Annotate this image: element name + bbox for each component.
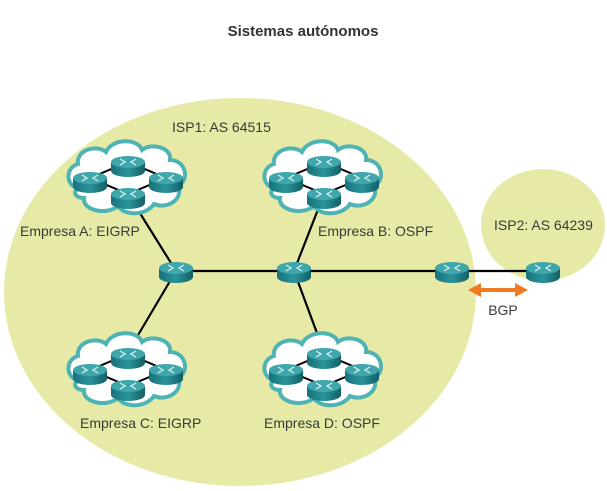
router-icon bbox=[110, 347, 146, 370]
bgp-label: BGP bbox=[488, 302, 518, 318]
router-icon bbox=[306, 187, 342, 210]
router-icon bbox=[110, 379, 146, 402]
router-icon bbox=[110, 155, 146, 178]
empresa-c-network bbox=[66, 331, 187, 408]
isp2-edge-router bbox=[525, 261, 561, 284]
router-icon bbox=[268, 171, 304, 194]
router-icon bbox=[268, 363, 304, 386]
diagram-title: Sistemas autónomos bbox=[228, 23, 379, 40]
isp2-label: ISP2: AS 64239 bbox=[494, 217, 593, 233]
empresa-a-label: Empresa A: EIGRP bbox=[20, 223, 140, 239]
empresa-a-network bbox=[66, 139, 187, 216]
router-icon bbox=[306, 379, 342, 402]
isp1-router-left bbox=[158, 261, 194, 284]
router-icon bbox=[110, 187, 146, 210]
router-icon bbox=[306, 155, 342, 178]
router-icon bbox=[306, 347, 342, 370]
empresa-b-label: Empresa B: OSPF bbox=[318, 223, 433, 239]
empresa-d-label: Empresa D: OSPF bbox=[264, 415, 380, 431]
router-icon bbox=[344, 171, 380, 194]
empresa-c-label: Empresa C: EIGRP bbox=[80, 415, 201, 431]
isp1-label: ISP1: AS 64515 bbox=[172, 119, 271, 135]
isp1-as-area bbox=[4, 98, 476, 486]
empresa-d-network bbox=[262, 331, 383, 408]
isp1-edge-router bbox=[434, 261, 470, 284]
isp2-as-area bbox=[481, 169, 605, 281]
router-icon bbox=[148, 171, 184, 194]
router-icon bbox=[344, 363, 380, 386]
empresa-b-network bbox=[262, 139, 383, 216]
router-icon bbox=[148, 363, 184, 386]
double-arrow-icon bbox=[468, 283, 528, 297]
router-icon bbox=[72, 171, 108, 194]
router-icon bbox=[72, 363, 108, 386]
isp1-router-center bbox=[276, 261, 312, 284]
